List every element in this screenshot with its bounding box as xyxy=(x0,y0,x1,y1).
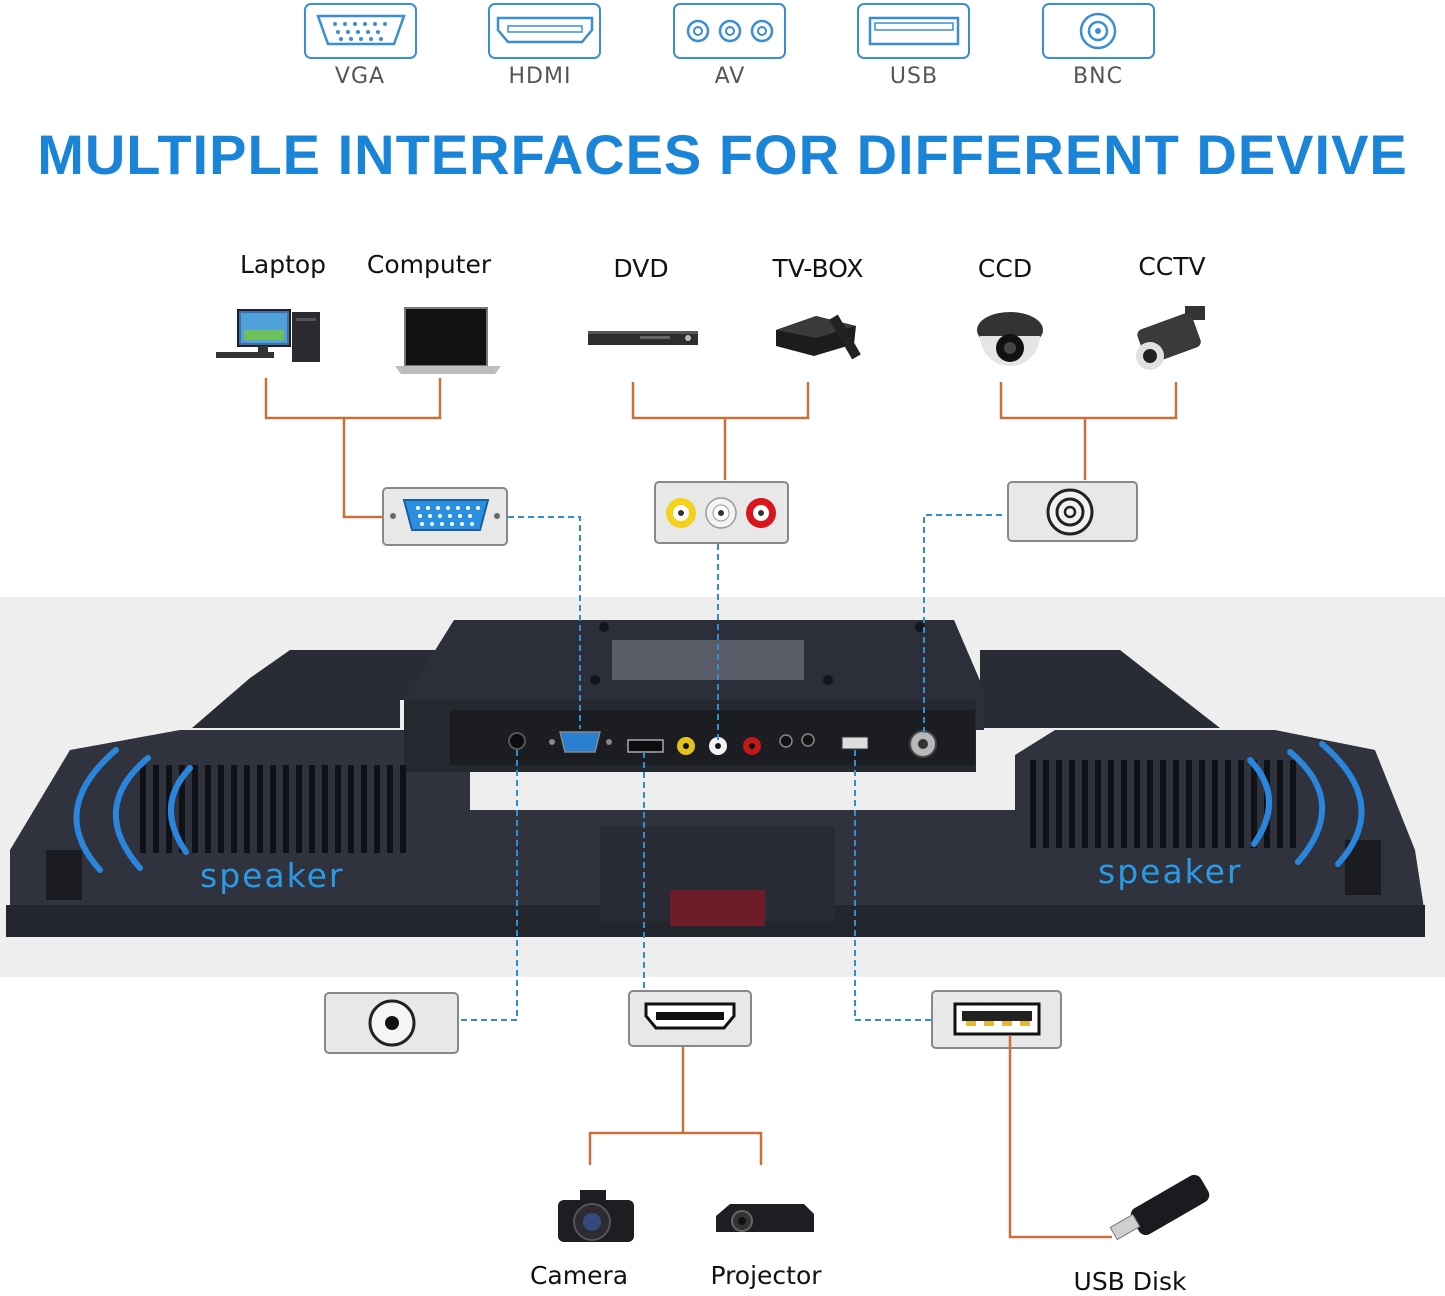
usb-port-box xyxy=(931,990,1062,1049)
vga-label: VGA xyxy=(334,64,386,89)
headline: MULTIPLE INTERFACES FOR DIFFERENT DEVIVE xyxy=(37,123,1408,186)
speaker-label-left: speaker xyxy=(200,856,345,895)
device-label-tv-box: TV-BOX xyxy=(772,254,864,283)
device-label-ccd: CCD xyxy=(977,254,1033,283)
vga-port-box xyxy=(382,487,508,546)
tv-box-icon xyxy=(776,314,861,360)
bnc-label: BNC xyxy=(1073,64,1123,89)
desktop-pc-icon xyxy=(216,309,320,362)
hdmi-label: HDMI xyxy=(508,64,572,89)
av-port-box xyxy=(654,481,789,544)
dashed-link-lines xyxy=(459,514,1002,1021)
device-label-usb-disk: USB Disk xyxy=(1073,1267,1187,1296)
av-port-icon xyxy=(673,3,786,59)
vga-port-icon xyxy=(304,3,417,59)
hdmi-port-box xyxy=(628,990,752,1047)
interface-icon-row xyxy=(304,3,1155,59)
device-label-camera: Camera xyxy=(529,1261,629,1290)
device-label-computer: Computer xyxy=(366,250,492,279)
usb-disk-icon xyxy=(1109,1174,1210,1241)
dome-camera-icon xyxy=(977,312,1043,366)
device-label-dvd: DVD xyxy=(613,254,669,283)
hdmi-port-icon xyxy=(488,3,601,59)
rear-panel-ports xyxy=(508,730,937,758)
bnc-port-box xyxy=(1007,481,1138,542)
top-connector-lines xyxy=(264,378,1178,519)
camera-icon xyxy=(558,1190,634,1242)
sound-waves-left xyxy=(73,747,193,873)
device-label-cctv: CCTV xyxy=(1138,252,1206,281)
dvd-player-icon xyxy=(588,331,698,345)
speaker-label-right: speaker xyxy=(1098,852,1243,891)
bnc-port-icon xyxy=(1042,3,1155,59)
audio-jack-box xyxy=(324,992,459,1054)
device-label-laptop: Laptop xyxy=(239,250,327,279)
usb-label: USB xyxy=(889,64,939,89)
laptop-icon xyxy=(395,307,501,374)
av-label: AV xyxy=(714,64,746,89)
device-label-projector: Projector xyxy=(710,1261,822,1290)
speaker-grille-right xyxy=(1030,760,1296,848)
sound-waves-right xyxy=(1247,741,1365,867)
bullet-camera-icon xyxy=(1136,306,1205,370)
usb-port-icon xyxy=(857,3,970,59)
bottom-connector-lines xyxy=(588,1035,1112,1239)
projector-icon xyxy=(716,1204,814,1232)
